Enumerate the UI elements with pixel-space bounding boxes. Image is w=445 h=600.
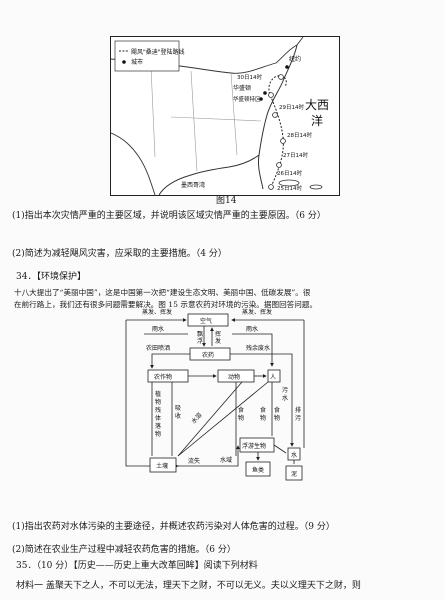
q33-part2: (2)简述为减轻飓风灾害，应采取的主要措施。（4 分）: [12, 249, 227, 259]
time-label: 26日14时: [277, 169, 302, 177]
flow-wuran-1: 污: [282, 386, 288, 394]
flow-litter-6: 物: [155, 430, 161, 438]
flow-loss: 流失: [188, 457, 200, 465]
flow-plankton: 浮游生物: [242, 442, 266, 450]
map-drawing: 飓风"桑迪"登陆路线 城市 纽约 华盛顿 华盛顿特区 30日14时 29日14时…: [111, 37, 329, 195]
track-point: [268, 184, 274, 190]
flow-litter-4: 体: [155, 414, 161, 422]
flow-paiwu-2: 污: [295, 414, 301, 422]
city-label-ny: 纽约: [289, 55, 301, 63]
flow-litter-3: 残: [155, 406, 161, 414]
city-dot: [259, 97, 263, 101]
q35-material: 材料一 盖聚天下之人，不可以无法，理天下之财，不可以无义。夫以义理天下之财，则: [16, 581, 361, 591]
flow-wuran-2: 水: [282, 394, 288, 402]
flow-absorb-2: 收: [175, 412, 181, 420]
flow-food-c-2: 物: [274, 414, 280, 422]
flow-sediment: 泥: [291, 470, 297, 478]
flow-residue: 残余废水: [246, 344, 270, 352]
flow-spray: 农田喷洒: [146, 344, 170, 352]
city-label-dc: 华盛顿: [233, 84, 251, 92]
time-label: 27日14时: [283, 151, 308, 159]
flow-absorb-1: 吸: [175, 405, 181, 412]
flow-food-a-2: 物: [238, 414, 244, 422]
flow-rain-left: 雨水: [152, 325, 164, 333]
flow-food-a-1: 食: [238, 406, 244, 414]
hurricane-map: 飓风"桑迪"登陆路线 城市 纽约 华盛顿 华盛顿特区 30日14时 29日14时…: [110, 36, 340, 196]
city-dot: [285, 65, 289, 69]
city-label-dc2: 华盛顿特区: [233, 95, 261, 103]
city-dot: [263, 91, 267, 95]
flow-hui-1: 挥: [215, 330, 221, 338]
flow-people: 人: [270, 374, 276, 381]
flow-fish: 鱼类: [252, 466, 264, 474]
q34-para-line2: 在前行路上，我们还有很多问题需要解决。图 15 示意农药对环境的污染。据图回答问…: [14, 300, 318, 309]
q34-para-line1: 十八大提出了“美丽中国”，这是中国第一次把“建设生态文明、美丽中国、低碳发展”。…: [14, 288, 311, 297]
track-point: [280, 138, 286, 144]
legend-city-label: 城市: [131, 58, 143, 66]
pesticide-flow-diagram: 蒸发、挥发 蒸发、挥发 空气 雨水 飘 浮 挥 发 雨水 农田喷洒 农药 残余废…: [122, 306, 312, 492]
flow-top-right: 蒸发、挥发: [242, 308, 272, 316]
flow-food-c-1: 食: [274, 406, 280, 414]
time-label: 25日14时: [277, 184, 302, 192]
flow-drawing: 蒸发、挥发 蒸发、挥发 空气 雨水 飘 浮 挥 发 雨水 农田喷洒 农药 残余废…: [125, 308, 305, 481]
q35-header: 35．（10 分）【历史——历史上重大改革回眸】阅读下列材料: [16, 561, 258, 571]
ocean-label-3: 洋: [311, 113, 323, 128]
gulf-label: 墨西哥湾: [181, 181, 205, 189]
flow-paiwu-1: 排: [295, 406, 301, 414]
flow-piao-1: 飘: [197, 331, 203, 338]
flow-litter-2: 物: [155, 398, 161, 406]
flow-top-left: 蒸发、挥发: [142, 308, 172, 316]
flow-diag: 水溶: [190, 411, 204, 425]
flow-crops: 农作物: [154, 373, 172, 381]
flow-water-area: 水域: [220, 456, 232, 464]
flow-air: 空气: [200, 317, 212, 325]
map-caption: 图14: [216, 196, 237, 206]
flow-food-b-1: 食: [260, 406, 266, 414]
q34-part2: (2)简述在农业生产过程中减轻农药危害的措施。（6 分）: [12, 545, 236, 555]
flow-rain-right: 雨水: [246, 325, 258, 333]
time-label: 29日14时: [279, 103, 304, 111]
flow-pesticide: 农药: [202, 351, 214, 359]
flow-soil: 土壤: [156, 462, 168, 470]
flow-hui-2: 发: [215, 337, 221, 345]
flow-shui: 水: [291, 451, 297, 459]
track-point: [276, 162, 282, 168]
time-label: 28日14时: [287, 131, 312, 139]
flow-litter-5: 落: [155, 422, 161, 430]
flow-litter-1: 植: [155, 390, 161, 398]
track-point: [268, 92, 274, 98]
legend-line-label: 飓风"桑迪"登陆路线: [131, 48, 185, 56]
flow-piao-2: 浮: [197, 337, 203, 345]
q34-header: 34．【环境保护】: [16, 272, 86, 282]
track-point: [272, 112, 278, 118]
q33-part1: (1)指出本次灾情严重的主要区域，并说明该区域灾情严重的主要原因。（6 分）: [12, 211, 326, 221]
flow-animals: 动物: [228, 373, 240, 381]
track-point: [278, 74, 284, 80]
ocean-label-1: 大: [305, 98, 317, 112]
ocean-label-2: 西: [317, 98, 329, 112]
q34-part1: (1)指出农药对水体污染的主要途径，并概述农药污染对人体危害的过程。（9 分）: [12, 522, 335, 532]
time-label: 30日14时: [237, 73, 262, 81]
flow-food-b-2: 物: [260, 414, 266, 422]
